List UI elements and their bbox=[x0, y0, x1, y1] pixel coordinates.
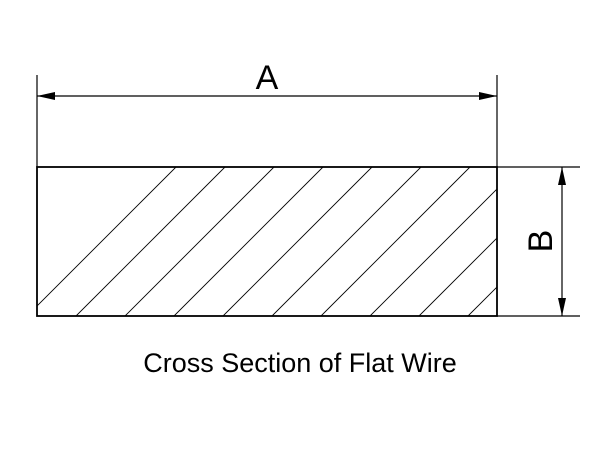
arrowhead-b-top bbox=[558, 167, 566, 185]
dimension-b: B bbox=[497, 166, 580, 317]
section-hatching bbox=[37, 167, 600, 316]
hatch-line bbox=[37, 167, 177, 307]
wire-cross-section bbox=[36, 166, 498, 317]
hatch-line bbox=[124, 167, 275, 316]
hatch-line bbox=[222, 167, 373, 316]
hatch-line bbox=[418, 237, 497, 316]
dimension-label-b: B bbox=[522, 230, 560, 253]
hatch-line bbox=[467, 286, 497, 316]
arrowhead-b-bottom bbox=[558, 298, 566, 316]
hatch-line bbox=[271, 167, 422, 316]
dimension-label-a: A bbox=[256, 59, 279, 97]
hatch-line bbox=[173, 167, 324, 316]
hatch-line bbox=[75, 167, 226, 316]
hatch-line bbox=[566, 167, 600, 316]
arrowhead-a-left bbox=[37, 92, 55, 100]
figure-caption: Cross Section of Flat Wire bbox=[143, 348, 457, 378]
dimension-a: A bbox=[36, 59, 498, 167]
hatch-line bbox=[320, 167, 471, 316]
hatch-line bbox=[369, 188, 497, 316]
arrowhead-a-right bbox=[479, 92, 497, 100]
